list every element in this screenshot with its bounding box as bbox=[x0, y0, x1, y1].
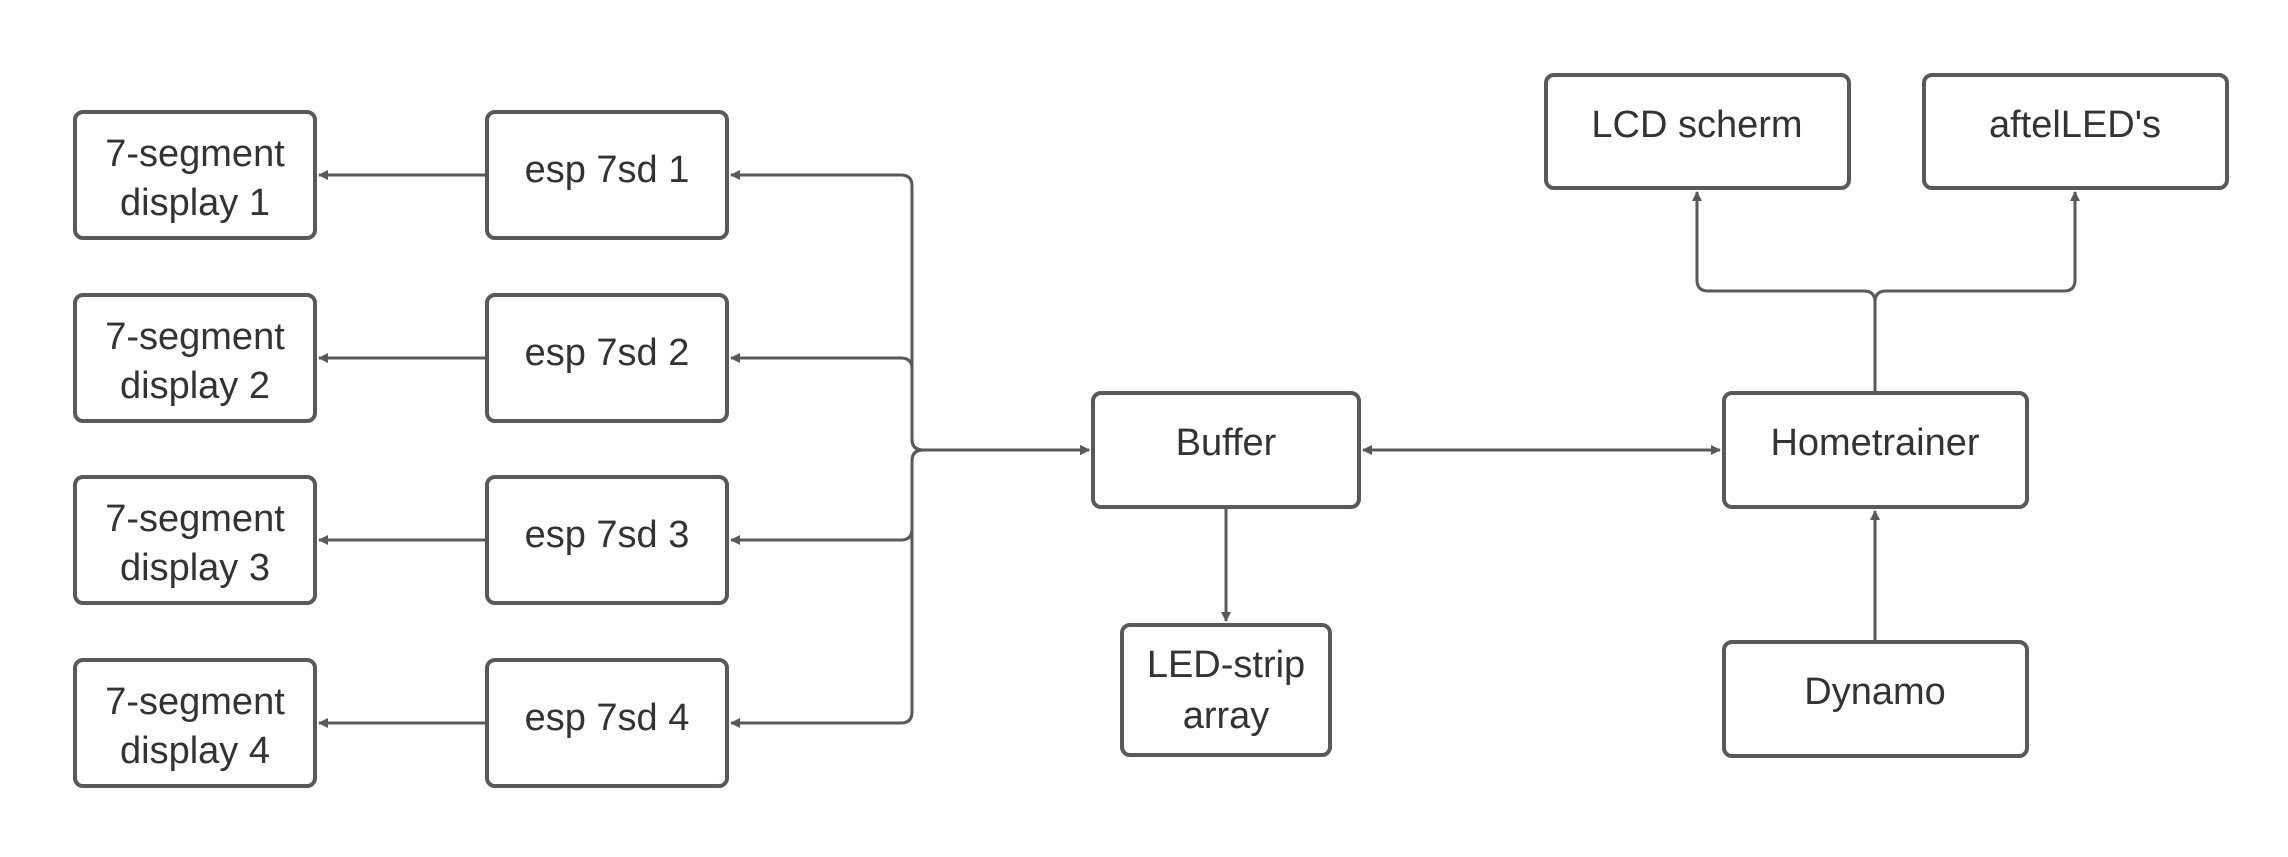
node-dynamo: Dynamo bbox=[1722, 640, 2029, 758]
node-lcd-scherm-label: LCD scherm bbox=[1591, 104, 1802, 146]
node-aftel-leds: aftelLED's bbox=[1922, 73, 2229, 190]
node-dynamo-label: Dynamo bbox=[1804, 671, 1946, 713]
edge-buffer-to-esp1 bbox=[730, 170, 1090, 455]
node-esp-4-label: esp 7sd 4 bbox=[525, 697, 690, 739]
node-display-4-label-line-2: display 4 bbox=[120, 730, 270, 772]
node-buffer-label: Buffer bbox=[1176, 422, 1277, 464]
node-display-1-label-line-2: display 1 bbox=[120, 182, 270, 224]
node-display-3-label-line-2: display 3 bbox=[120, 547, 270, 589]
node-aftel-leds-label: aftelLED's bbox=[1989, 104, 2161, 146]
node-display-2: 7-segment display 2 bbox=[73, 293, 317, 423]
node-esp-3: esp 7sd 3 bbox=[485, 475, 729, 605]
node-hometrainer-label: Hometrainer bbox=[1770, 422, 1979, 464]
node-esp-1-label: esp 7sd 1 bbox=[525, 149, 690, 191]
node-esp-4: esp 7sd 4 bbox=[485, 658, 729, 788]
edge-buffer-to-esp4 bbox=[730, 445, 1090, 728]
node-esp-3-label: esp 7sd 3 bbox=[525, 514, 690, 556]
node-hometrainer: Hometrainer bbox=[1722, 391, 2029, 509]
node-esp-2: esp 7sd 2 bbox=[485, 293, 729, 423]
node-display-4-label-line-1: 7-segment bbox=[105, 681, 285, 723]
node-display-1: 7-segment display 1 bbox=[73, 110, 317, 240]
node-led-strip: LED-strip array bbox=[1120, 623, 1332, 757]
edge-buffer-to-esp2 bbox=[730, 353, 1090, 455]
nodes: 7-segment display 1 7-segment display 2 … bbox=[73, 73, 2229, 788]
node-lcd-scherm: LCD scherm bbox=[1544, 73, 1851, 190]
node-led-strip-label-line-1: LED-strip bbox=[1147, 644, 1305, 686]
node-esp-2-label: esp 7sd 2 bbox=[525, 332, 690, 374]
node-display-3: 7-segment display 3 bbox=[73, 475, 317, 605]
connections bbox=[318, 170, 2080, 728]
node-display-2-label-line-1: 7-segment bbox=[105, 316, 285, 358]
node-display-4: 7-segment display 4 bbox=[73, 658, 317, 788]
edge-buffer-to-esp3 bbox=[730, 445, 1090, 545]
node-led-strip-label-line-2: array bbox=[1183, 695, 1270, 737]
node-display-2-label-line-2: display 2 bbox=[120, 365, 270, 407]
node-display-1-label-line-1: 7-segment bbox=[105, 133, 285, 175]
node-display-3-label-line-1: 7-segment bbox=[105, 498, 285, 540]
edge-hometrainer-to-lcd bbox=[1692, 191, 1877, 393]
node-esp-1: esp 7sd 1 bbox=[485, 110, 729, 240]
edge-hometrainer-to-aftel bbox=[1873, 191, 2080, 393]
node-buffer: Buffer bbox=[1091, 391, 1361, 509]
